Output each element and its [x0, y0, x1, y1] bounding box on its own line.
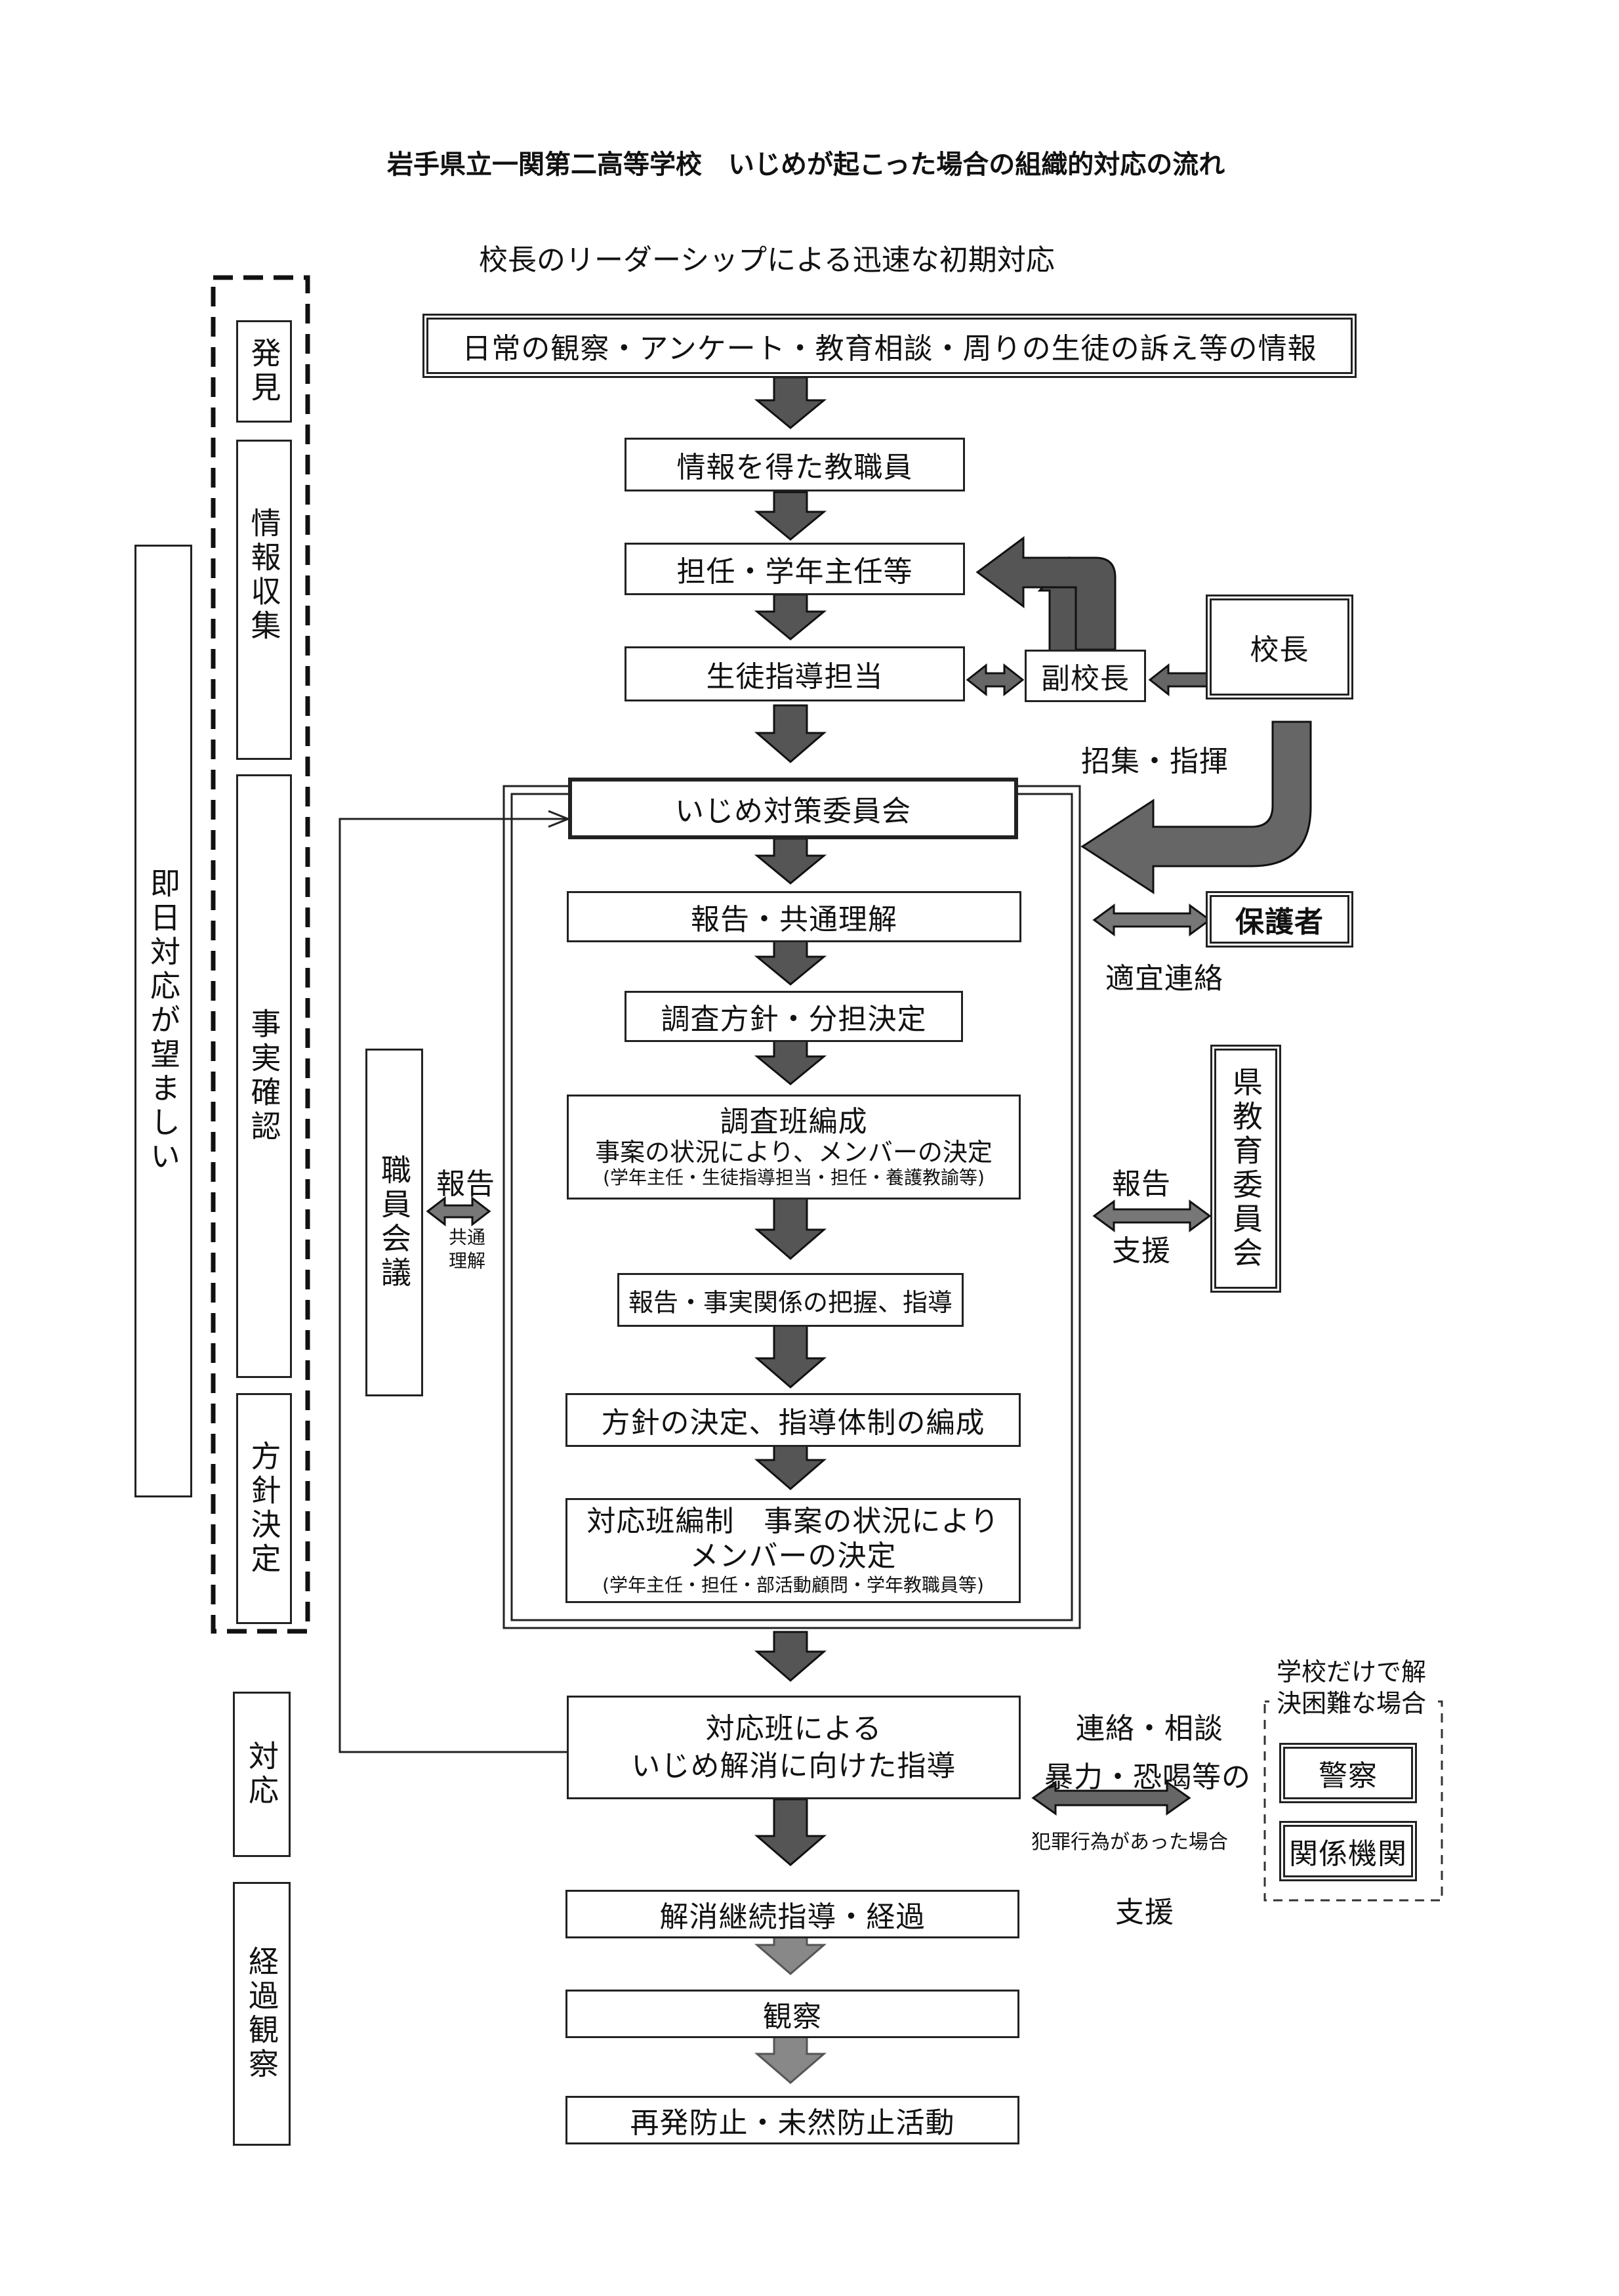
box-principal: 校長	[1206, 595, 1353, 699]
phase-dashed-frame	[211, 275, 310, 1634]
phase-policy-decision: 方針決定	[236, 1393, 292, 1624]
box-resolution-guidance: 対応班による いじめ解消に向けた指導	[567, 1696, 1021, 1799]
staff-report-label: 報告	[436, 1167, 495, 1201]
arrow-guidance-vp	[966, 663, 1025, 697]
arrow-down-1	[754, 376, 827, 429]
box-policy-assign: 調査方針・分担決定	[625, 991, 963, 1042]
guardians-contact-label: 適宜連絡	[1105, 962, 1223, 995]
box-prevent: 再発防止・未然防止活動	[565, 2096, 1019, 2144]
arrow-police	[1031, 1780, 1191, 1816]
feedback-line	[338, 818, 567, 1753]
bottom-support-label: 支援	[1115, 1896, 1174, 1929]
arrow-down-3	[754, 593, 827, 640]
hard-case-label: 学校だけで解決困難な場合	[1269, 1657, 1433, 1719]
phase-same-day: 即日対応が望ましい	[134, 545, 192, 1497]
down-arrows	[754, 376, 827, 1866]
box-guidance: 生徒指導担当	[625, 646, 965, 701]
hard-case-dashed-frame	[1263, 1700, 1443, 1902]
phase-monitoring: 経過観察	[233, 1882, 291, 2146]
page-subtitle: 校長のリーダーシップによる迅速な初期対応	[479, 243, 1055, 277]
arrow-down-9	[754, 1324, 827, 1388]
phase-info-gathering: 情報収集	[236, 440, 292, 760]
box-vice-principal: 副校長	[1025, 650, 1146, 702]
page-title: 岩手県立一関第二高等学校 いじめが起こった場合の組織的対応の流れ	[387, 150, 1225, 180]
phase-discovery: 発見	[236, 320, 292, 423]
arrow-principal-committee	[1080, 720, 1312, 894]
box-policy-system: 方針の決定、指導体制の編成	[565, 1393, 1021, 1447]
arrow-board	[1092, 1200, 1212, 1232]
liaison-label: 連絡・相談	[1076, 1712, 1223, 1745]
box-staff-meeting: 職員会議	[365, 1049, 423, 1396]
box-guardians: 保護者	[1206, 891, 1353, 948]
arrow-down-12	[754, 1798, 827, 1866]
arrow-staff-meeting	[426, 1196, 491, 1227]
team-line2: 事案の状況により、メンバーの決定	[595, 1138, 993, 1167]
arrow-down-2	[754, 491, 827, 541]
phase-response: 対応	[233, 1692, 291, 1857]
arrow-down-6	[754, 940, 827, 986]
staff-shared-label: 共通理解	[448, 1226, 485, 1272]
arrow-bent-to-homeroom	[975, 536, 1117, 651]
board-support-label: 支援	[1112, 1234, 1171, 1268]
arrow-down-10	[754, 1444, 827, 1490]
box-prefecture-board: 県教育委員会	[1210, 1045, 1281, 1293]
box-report-share: 報告・共通理解	[567, 891, 1021, 942]
arrow-down-4	[754, 704, 827, 763]
box-investigation-team: 調査班編成 事案の状況により、メンバーの決定 (学年主任・生徒指導担当・担任・養…	[567, 1095, 1021, 1200]
resp-line1: 対応班編制 事案の状況により	[586, 1505, 1000, 1539]
resp-line2: メンバーの決定	[689, 1539, 897, 1574]
box-police: 警察	[1279, 1743, 1417, 1803]
resolve-line2: いじめ解消に向けた指導	[631, 1749, 956, 1783]
box-continue: 解消継続指導・経過	[565, 1890, 1019, 1938]
violence-label: 暴力・恐喝等の	[1044, 1761, 1251, 1794]
board-report-label: 報告	[1112, 1167, 1171, 1201]
box-committee: いじめ対策委員会	[568, 778, 1018, 839]
arrow-down-8	[754, 1197, 827, 1260]
box-info-sources: 日常の観察・アンケート・教育相談・周りの生徒の訴え等の情報	[422, 314, 1357, 378]
resp-line3: (学年主任・担任・部活動顧問・学年教職員等)	[602, 1574, 984, 1596]
arrow-down-7	[754, 1039, 827, 1085]
team-line3: (学年主任・生徒指導担当・担任・養護教諭等)	[603, 1167, 985, 1189]
box-staff-received: 情報を得た教職員	[625, 438, 965, 491]
phase-fact-finding: 事実確認	[236, 774, 292, 1378]
box-homeroom: 担任・学年主任等	[625, 543, 965, 595]
team-title: 調査班編成	[720, 1104, 868, 1138]
resolve-line1: 対応班による	[705, 1711, 882, 1745]
arrow-down-11	[754, 1631, 827, 1682]
arrow-guardians	[1092, 904, 1212, 936]
box-observe: 観察	[565, 1990, 1019, 2038]
box-response-team: 対応班編制 事案の状況により メンバーの決定 (学年主任・担任・部活動顧問・学年…	[565, 1498, 1021, 1603]
convene-label: 招集・指揮	[1081, 745, 1229, 778]
crime-label: 犯罪行為があった場合	[1031, 1831, 1228, 1854]
arrow-down-5	[754, 837, 827, 885]
box-agencies: 関係機関	[1279, 1821, 1417, 1881]
box-grasp-facts: 報告・事実関係の把握、指導	[617, 1273, 964, 1327]
